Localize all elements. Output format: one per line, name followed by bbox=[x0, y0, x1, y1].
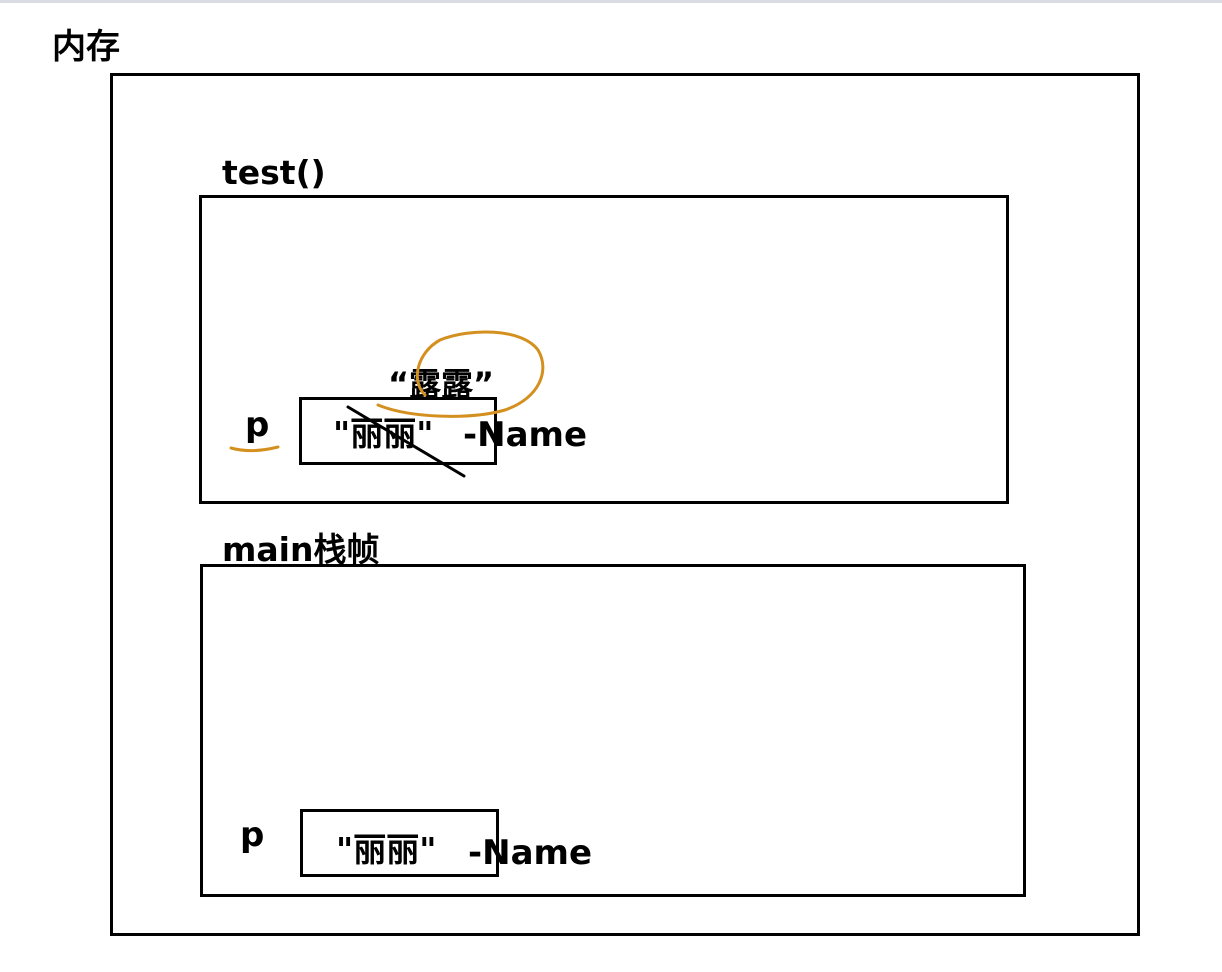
test-frame-box bbox=[199, 195, 1009, 504]
main-value: "丽丽" bbox=[336, 830, 437, 869]
top-border bbox=[0, 0, 1222, 3]
test-old-value: "丽丽" bbox=[333, 414, 434, 453]
test-frame-title: test() bbox=[222, 153, 326, 192]
main-frame-title: main栈帧 bbox=[222, 530, 380, 569]
main-frame-box bbox=[200, 564, 1026, 897]
main-value-box bbox=[300, 809, 499, 877]
test-new-value: “露露” bbox=[388, 365, 495, 403]
test-field-label: -Name bbox=[463, 415, 587, 455]
memory-box bbox=[110, 73, 1140, 936]
memory-title: 内存 bbox=[52, 27, 120, 67]
main-field-label: -Name bbox=[468, 833, 592, 873]
main-var-p: p bbox=[240, 815, 265, 855]
test-var-p: p bbox=[245, 405, 270, 445]
